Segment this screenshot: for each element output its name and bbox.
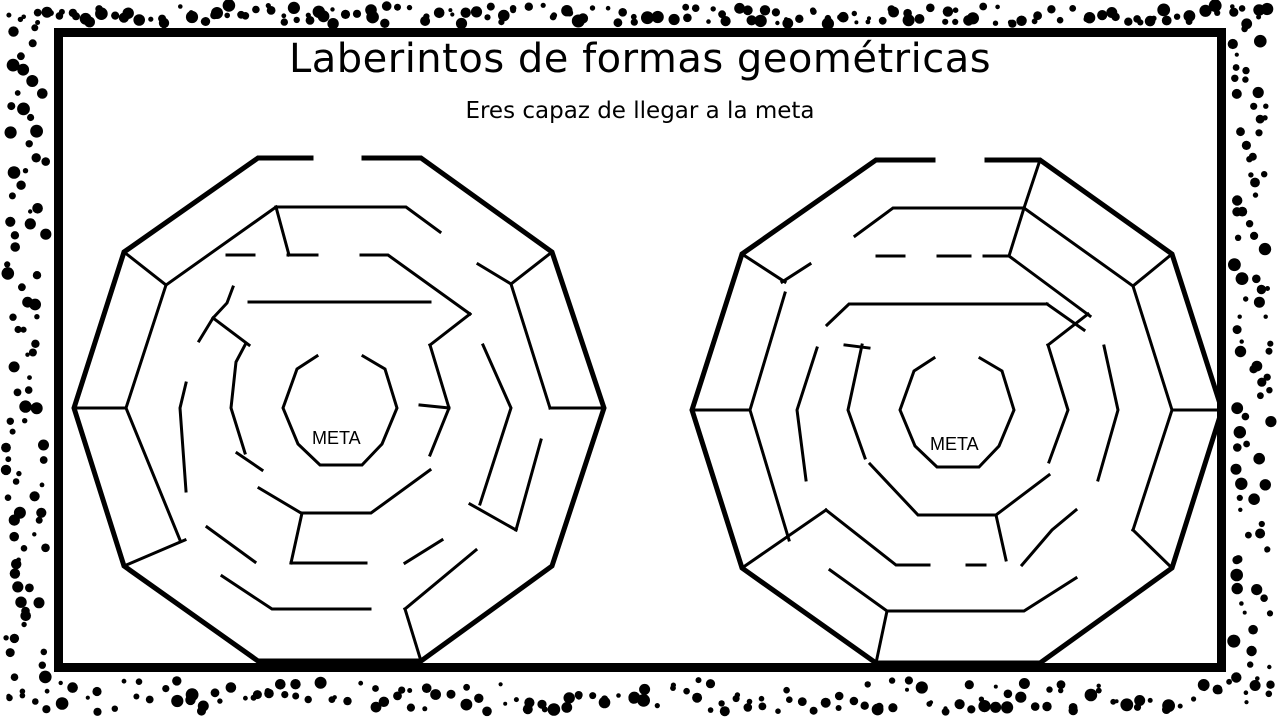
page-title: Laberintos de formas geométricas — [288, 36, 992, 82]
worksheet-frame — [54, 28, 1226, 672]
page-subtitle: Eres capaz de llegar a la meta — [465, 98, 815, 124]
